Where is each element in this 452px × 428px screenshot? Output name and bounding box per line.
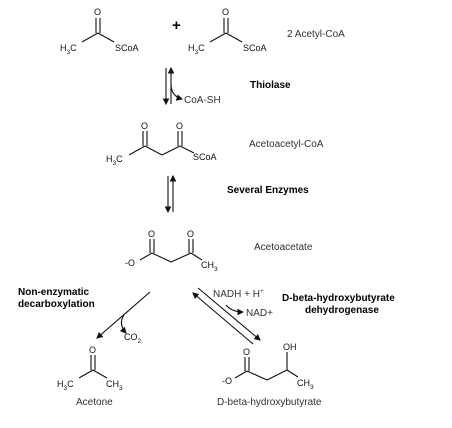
atom-ch3: CH3	[106, 379, 123, 392]
atom-o: O	[222, 7, 229, 17]
atom-o: O	[141, 121, 148, 131]
acetyl-coa-molecule-2: O H3C SCoA	[188, 7, 267, 56]
atom-oh: OH	[283, 342, 297, 352]
atom-ch3: CH3	[201, 260, 218, 273]
enzyme-nonenzymatic-line2: decarboxylation	[18, 299, 95, 310]
atom-o-minus: -O	[222, 376, 232, 386]
plus-sign: +	[172, 17, 181, 34]
acetone-molecule: O H3C CH3	[57, 345, 123, 392]
acetoacetyl-coa-molecule: O O H3C SCoA	[106, 121, 217, 167]
label-acetyl-coa: 2 Acetyl-CoA	[287, 29, 345, 40]
label-acetone: Acetone	[76, 397, 113, 408]
atom-o: O	[243, 347, 250, 357]
atom-o-minus: -O	[125, 258, 135, 268]
cofactor-coa-sh: CoA-SH	[184, 95, 221, 106]
atom-h3c: H3C	[60, 43, 77, 56]
acetyl-coa-molecule-1: O H3C SCoA	[60, 7, 139, 56]
thiolase-arrows	[162, 66, 184, 106]
atom-h3c: H3C	[57, 379, 74, 392]
cofactor-co2: CO2	[124, 332, 142, 345]
acetoacetate-molecule: O O -O CH3	[125, 229, 218, 273]
hydroxybutyrate-molecule: O OH -O CH3	[222, 342, 314, 391]
atom-h3c: H3C	[188, 43, 205, 56]
enzyme-several: Several Enzymes	[227, 185, 309, 196]
enzyme-thiolase: Thiolase	[250, 80, 291, 91]
label-acetoacetyl-coa: Acetoacetyl-CoA	[249, 139, 324, 150]
atom-o: O	[94, 7, 101, 17]
atom-h3c: H3C	[106, 154, 123, 167]
atom-o: O	[187, 229, 194, 239]
decarboxylation-arrow	[96, 291, 151, 339]
cofactor-nadh: NADH + H+	[213, 288, 264, 300]
label-hydroxybutyrate: D-beta-hydroxybutyrate	[217, 397, 322, 408]
dehydrogenase-arrows	[192, 287, 261, 345]
label-acetoacetate: Acetoacetate	[254, 242, 313, 253]
cofactor-nad: NAD+	[246, 308, 273, 319]
atom-o: O	[176, 121, 183, 131]
atom-scoa: SCoA	[193, 152, 217, 162]
atom-ch3: CH3	[297, 378, 314, 391]
enzyme-dehydrogenase-line2: dehydrogenase	[305, 305, 379, 316]
atom-o: O	[148, 229, 155, 239]
enzyme-dehydrogenase-line1: D-beta-hydroxybutyrate	[282, 293, 395, 304]
atom-scoa: SCoA	[243, 43, 267, 53]
atom-o: O	[89, 345, 96, 355]
several-enzymes-arrows	[164, 174, 177, 214]
enzyme-nonenzymatic-line1: Non-enzymatic	[18, 287, 90, 298]
atom-scoa: SCoA	[115, 43, 139, 53]
